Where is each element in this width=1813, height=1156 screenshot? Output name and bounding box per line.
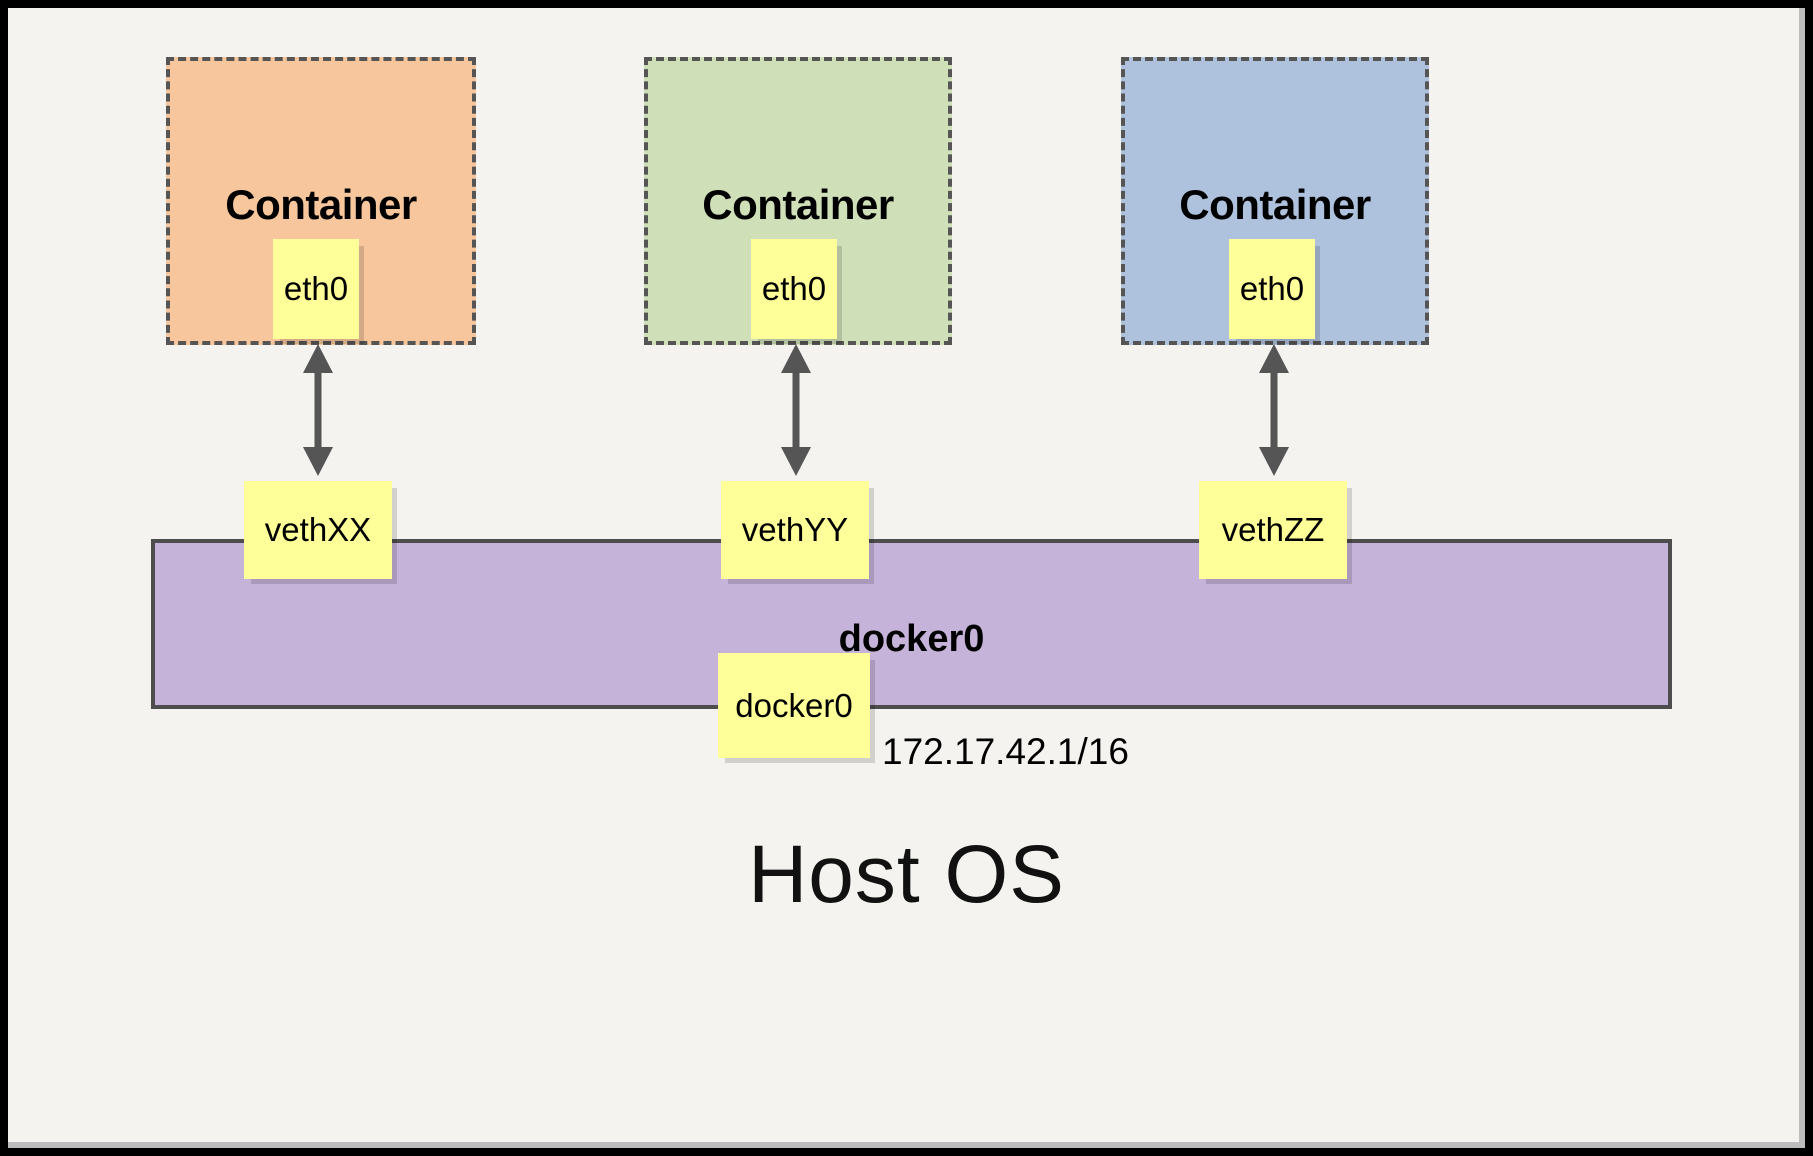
link-arrow-3 [1259, 344, 1289, 476]
container-title-2: Container [702, 181, 894, 228]
docker0-bridge-label: docker0 [838, 618, 985, 660]
veth-note-3[interactable]: vethZZ [1199, 481, 1347, 579]
container-eth0-2[interactable]: eth0 [751, 239, 837, 339]
container-title-3: Container [1179, 181, 1371, 228]
veth-note-2[interactable]: vethYY [721, 481, 869, 579]
docker0-interface-note[interactable]: docker0 [718, 653, 870, 758]
link-arrow-2 [781, 344, 811, 476]
host-os-label: Host OS [748, 829, 1065, 920]
container-eth0-1[interactable]: eth0 [273, 239, 359, 339]
veth-note-1[interactable]: vethXX [244, 481, 392, 579]
docker0-bridge-bar[interactable]: docker0 [151, 539, 1672, 709]
container-title-1: Container [225, 181, 417, 228]
container-box-3[interactable]: Container [1121, 57, 1429, 345]
container-eth0-3[interactable]: eth0 [1229, 239, 1315, 339]
docker0-ip-label: 172.17.42.1/16 [882, 731, 1129, 772]
link-arrow-1 [303, 344, 333, 476]
